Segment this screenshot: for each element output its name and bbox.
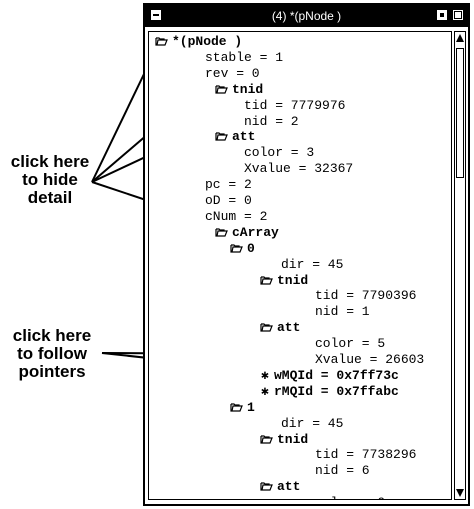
tree-label: dir = 45	[281, 415, 344, 431]
folder-open-icon[interactable]	[260, 481, 273, 491]
scrollbar-thumb[interactable]	[456, 48, 464, 178]
tree-label: *(pNode )	[172, 34, 243, 49]
tree-node-expandable[interactable]: 0	[230, 241, 255, 257]
tree-label: 1	[247, 399, 255, 415]
tree-label: att	[232, 129, 256, 145]
tree-label: nid = 2	[244, 113, 299, 129]
tree-field: cNum = 2	[205, 209, 267, 225]
tree-label: tnid	[277, 431, 309, 447]
tree-label: rev = 0	[205, 65, 260, 81]
tree-field: pc = 2	[205, 177, 252, 193]
annotation-line: detail	[27, 188, 73, 207]
folder-open-icon[interactable]	[230, 402, 243, 412]
folder-open-icon[interactable]	[155, 36, 168, 46]
annotation-line: to follow	[17, 344, 87, 363]
tree-label: stable = 1	[205, 49, 284, 65]
annotation-line: to hide	[22, 170, 78, 189]
tree-label: cNum = 2	[205, 208, 268, 224]
scroll-up-arrow-icon[interactable]	[455, 32, 465, 44]
annotation-hide-detail: click here to hide detail	[0, 153, 100, 207]
tree-label: cArray	[232, 224, 279, 240]
tree-field: dir = 45	[281, 257, 343, 273]
tree-label: tid = 7790396	[315, 288, 417, 304]
tree-field: tid = 7790396	[315, 288, 416, 304]
tree-label: color = 3	[244, 145, 315, 161]
tree-label: oD = 0	[205, 193, 252, 208]
window-menu-button[interactable]	[150, 9, 162, 21]
tree-label: color = 0	[315, 495, 385, 499]
tree-label: tnid	[232, 81, 264, 97]
tree-field: color = 0	[315, 495, 385, 499]
tree-node-expandable[interactable]: 1	[230, 400, 255, 416]
scroll-down-arrow-icon[interactable]	[455, 487, 465, 499]
tree-node-expandable[interactable]: att	[215, 129, 255, 145]
folder-open-icon[interactable]	[215, 84, 228, 94]
scrollbar-track[interactable]	[455, 44, 465, 487]
tree-node-expandable[interactable]: tnid	[260, 273, 308, 289]
tree-field: nid = 2	[244, 114, 299, 130]
tree-label: att	[277, 479, 301, 495]
tree-pointer-field[interactable]: ✱ wMQId = 0x7ff73c	[260, 368, 399, 384]
tree-node-expandable[interactable]: att	[260, 479, 300, 495]
tree-field: rev = 0	[205, 66, 260, 82]
tree-label: Xvalue = 26603	[315, 352, 425, 367]
tree-label: dir = 45	[281, 256, 344, 272]
folder-open-icon[interactable]	[260, 275, 273, 285]
tree-pointer-field[interactable]: ✱ rMQId = 0x7ffabc	[260, 384, 399, 400]
annotation-follow-pointers: click here to follow pointers	[2, 327, 102, 381]
tree-label: tid = 7779976	[244, 97, 346, 113]
folder-open-icon[interactable]	[215, 227, 228, 237]
tree-field: nid = 6	[315, 463, 370, 479]
folder-open-icon[interactable]	[260, 322, 273, 332]
folder-open-icon[interactable]	[260, 434, 273, 444]
tree-label: pc = 2	[205, 177, 252, 193]
tree-node-expandable[interactable]: att	[260, 320, 300, 336]
title-bar[interactable]: (4) *(pNode )	[145, 5, 468, 27]
annotation-line: click here	[10, 152, 90, 171]
annotation-line: click here	[12, 326, 92, 345]
tree-field: color = 5	[315, 336, 385, 352]
tree-field: nid = 1	[315, 304, 370, 320]
annotation-line: pointers	[18, 362, 86, 381]
tree-field: oD = 0	[205, 193, 252, 209]
tree-label: color = 5	[315, 336, 386, 352]
tree-node-expandable[interactable]: tnid	[215, 82, 263, 98]
tree-field: stable = 1	[205, 50, 283, 66]
tree-label: att	[277, 320, 301, 336]
tree-label: rMQId = 0x7ffabc	[274, 383, 399, 399]
tree-label: nid = 6	[315, 463, 370, 479]
tree-label: nid = 1	[315, 304, 370, 320]
maximize-button[interactable]	[452, 9, 464, 21]
folder-open-icon[interactable]	[215, 131, 228, 141]
tree-field: Xvalue = 32367	[244, 161, 353, 177]
pointer-follow-icon[interactable]: ✱	[261, 367, 269, 383]
tree-label: Xvalue = 32367	[244, 161, 354, 177]
tree-label: tid = 7738296	[315, 447, 417, 463]
tree-field: tid = 7779976	[244, 98, 345, 114]
pointer-follow-icon[interactable]: ✱	[261, 383, 269, 399]
tree-field: Xvalue = 26603	[315, 352, 424, 368]
tree-node-expandable[interactable]: cArray	[215, 225, 279, 241]
folder-open-icon[interactable]	[230, 243, 243, 253]
tree-field: tid = 7738296	[315, 447, 416, 463]
window-title: (4) *(pNode )	[271, 9, 342, 23]
tree-label: tnid	[277, 272, 309, 288]
tree-label: wMQId = 0x7ff73c	[274, 367, 399, 383]
minimize-button[interactable]	[436, 9, 448, 21]
tree-node-expandable[interactable]: *(pNode )	[155, 34, 242, 50]
tree-node-expandable[interactable]: tnid	[260, 432, 308, 448]
tree-label: 0	[247, 240, 255, 256]
vertical-scrollbar[interactable]	[454, 31, 466, 500]
tree-field: color = 3	[244, 145, 314, 161]
tree-field: dir = 45	[281, 416, 343, 432]
